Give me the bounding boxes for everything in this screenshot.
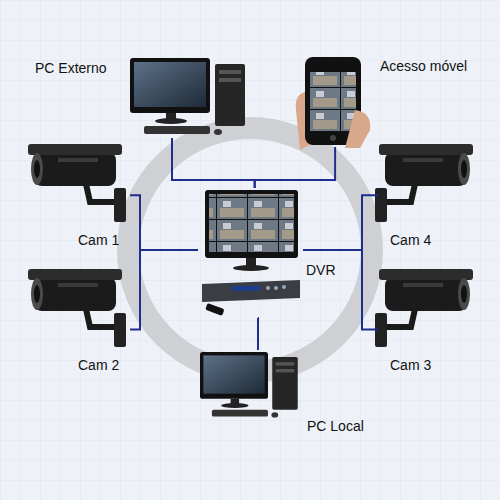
device-label: Cam 2 — [78, 357, 119, 373]
device-node: Cam 1 — [28, 140, 130, 225]
device-label: Cam 1 — [78, 232, 119, 248]
device-node: Cam 3 — [378, 265, 473, 350]
device-node: Cam 4 — [378, 140, 473, 225]
camera-icon — [375, 269, 473, 347]
device-label: DVR — [306, 262, 336, 278]
device-label: Cam 3 — [390, 357, 431, 373]
camera-icon — [375, 144, 473, 222]
video-cable — [255, 147, 335, 188]
video-cable — [130, 250, 198, 330]
mobile-phone-icon — [296, 57, 371, 150]
video-cable — [130, 195, 198, 250]
external-pc-icon — [130, 58, 245, 135]
device-node: PC Externo — [130, 58, 250, 138]
dvr-icon — [202, 190, 300, 316]
device-node: DVR — [198, 188, 303, 318]
camera-icon — [28, 269, 126, 347]
device-label: Acesso móvel — [380, 58, 467, 74]
device-node: Cam 2 — [28, 265, 130, 350]
video-cable — [172, 138, 255, 188]
device-node: PC Local — [200, 350, 300, 430]
device-label: PC Externo — [35, 60, 107, 76]
device-node: Acesso móvel — [290, 55, 375, 147]
video-cable — [257, 318, 259, 350]
video-cable — [303, 250, 378, 330]
device-label: Cam 4 — [390, 232, 431, 248]
video-cable — [303, 195, 378, 250]
device-label: PC Local — [307, 418, 364, 434]
local-pc-icon — [200, 352, 298, 417]
camera-icon — [28, 144, 126, 222]
